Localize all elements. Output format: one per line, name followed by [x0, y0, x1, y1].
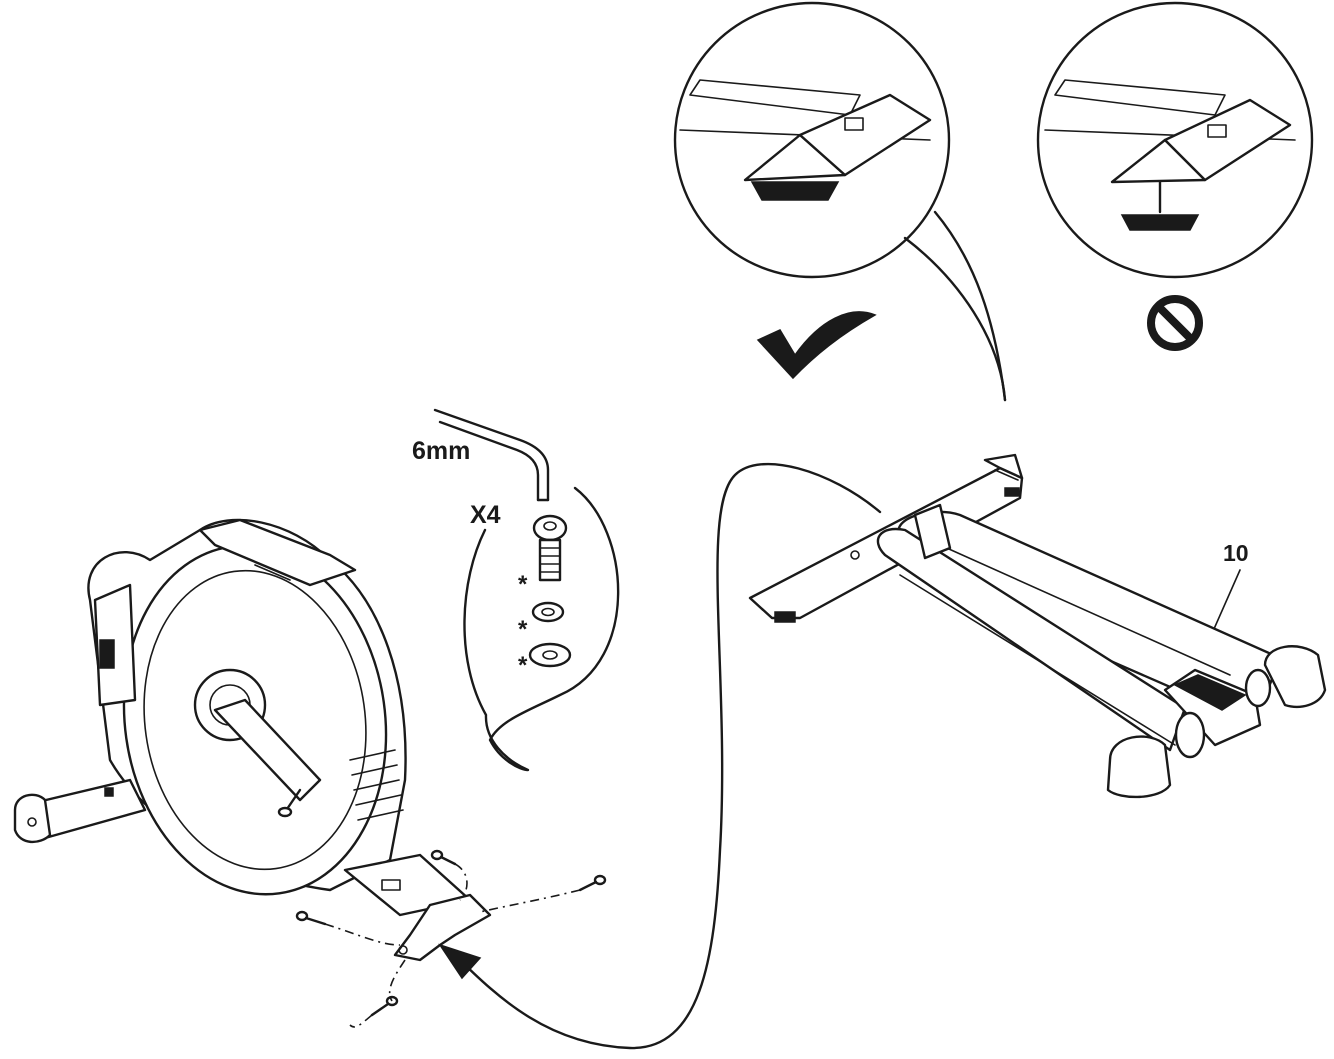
stabilizer-end-detail-incorrect	[1044, 79, 1296, 231]
flat-washer	[528, 642, 572, 668]
tool-size-label: 6mm	[412, 437, 470, 465]
exploded-bolts	[295, 849, 607, 1028]
prohibited-icon	[1147, 295, 1203, 351]
part-number-label: 10	[1223, 540, 1249, 566]
button-head-bolt	[532, 514, 568, 582]
washer-mark: *	[518, 616, 528, 643]
callout-incorrect-foot	[1036, 1, 1314, 279]
lock-washer	[531, 601, 565, 623]
checkmark-icon	[756, 311, 877, 380]
hardware-callout	[463, 486, 620, 772]
callout-correct-foot	[673, 1, 1007, 402]
main-frame-assembly	[13, 518, 492, 962]
bolt-left	[295, 910, 327, 926]
part-leader-line	[1209, 569, 1241, 639]
washer-mark: *	[518, 571, 528, 598]
bolt-top	[430, 849, 457, 866]
quantity-label: X4	[470, 501, 501, 529]
bolt-bottom	[370, 995, 399, 1017]
bolt-right	[578, 874, 607, 892]
assembly-arrow	[438, 462, 882, 1050]
stabilizer-end-detail-correct	[679, 79, 932, 201]
washer-mark: *	[518, 652, 528, 679]
rear-stabilizer-frame	[748, 453, 1327, 799]
hex-key-tool	[433, 408, 550, 502]
